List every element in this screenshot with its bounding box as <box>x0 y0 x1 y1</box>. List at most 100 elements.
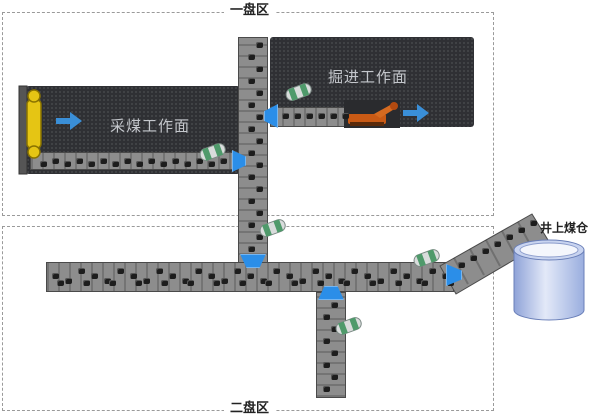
coal-lump <box>100 158 107 164</box>
coal-lump <box>248 198 255 204</box>
coal-lump <box>494 241 501 247</box>
coal-lump <box>172 158 179 164</box>
coal-lump <box>369 280 376 286</box>
coal-lump <box>221 278 228 284</box>
coal-lump <box>458 262 465 268</box>
coal-lump <box>482 248 489 254</box>
coal-lump <box>506 234 513 240</box>
coal-lump <box>248 174 255 180</box>
coal-lump <box>299 278 306 284</box>
coal-lump <box>64 161 71 167</box>
coal-lump <box>312 268 319 274</box>
coal-lump <box>256 90 263 96</box>
coal-lump <box>248 222 255 228</box>
flow-arrow-icon <box>403 104 429 122</box>
flow-arrow-icon <box>56 112 82 130</box>
coal-lump <box>248 126 255 132</box>
coal-lump <box>294 113 301 119</box>
coal-lump <box>323 314 331 320</box>
coal-lump <box>256 210 263 216</box>
coal-lump <box>136 161 143 167</box>
coal-lump <box>160 161 167 167</box>
main-trunk-conveyor <box>238 37 268 267</box>
coal-lump <box>377 278 384 284</box>
coal-lump <box>248 102 255 108</box>
coal-lump <box>256 42 263 48</box>
coal-lump <box>182 278 189 284</box>
coal-lump <box>260 278 267 284</box>
coal-lump <box>256 114 263 120</box>
coal-lump <box>343 280 350 286</box>
coal-lump <box>76 158 83 164</box>
belt-drive-icon <box>413 249 440 267</box>
coal-lump <box>317 280 324 286</box>
coal-lump <box>331 350 339 356</box>
coal-lump <box>184 161 191 167</box>
mining-face-label: 采煤工作面 <box>110 117 191 135</box>
coal-lump <box>323 338 331 344</box>
coal-lump <box>442 273 449 279</box>
coal-lump <box>195 268 202 274</box>
zone-1-label: 一盘区 <box>224 4 276 18</box>
coal-lump <box>248 150 255 156</box>
coal-lump <box>213 280 220 286</box>
belt-drive-icon <box>285 83 312 101</box>
coal-lump <box>161 280 168 286</box>
belt-drive-icon <box>259 219 286 237</box>
coal-lump <box>416 278 423 284</box>
coal-lump <box>156 268 163 274</box>
coal-lump <box>247 273 254 279</box>
coal-lump <box>52 158 59 164</box>
coal-lump <box>323 386 331 392</box>
coal-lump <box>248 78 255 84</box>
coal-lump <box>256 66 263 72</box>
coal-lump <box>318 113 325 119</box>
coal-lump <box>403 273 410 279</box>
coal-lump <box>518 227 525 233</box>
coal-lump <box>470 255 477 261</box>
coal-lump <box>306 113 313 119</box>
bunker-label: 井上煤仓 <box>540 221 589 235</box>
coal-lump <box>248 246 255 252</box>
coal-lump <box>88 161 95 167</box>
coal-lump <box>323 362 331 368</box>
silo-icon <box>513 239 585 321</box>
coal-lump <box>65 278 72 284</box>
branch-conveyor <box>316 292 346 398</box>
coal-lump <box>338 278 345 284</box>
coal-lump <box>331 374 339 380</box>
coal-lump <box>143 278 150 284</box>
coal-lump <box>91 273 98 279</box>
coal-lump <box>265 280 272 286</box>
coal-lump <box>112 161 119 167</box>
coal-lump <box>421 280 428 286</box>
coal-lump <box>330 113 337 119</box>
coal-lump <box>256 234 263 240</box>
coal-lump <box>273 268 280 274</box>
coal-lump <box>78 268 85 274</box>
coal-lump <box>130 273 137 279</box>
coal-lump <box>291 280 298 286</box>
coal-lump <box>364 273 371 279</box>
coal-lump <box>351 268 358 274</box>
coal-lump <box>256 186 263 192</box>
coal-lump <box>208 273 215 279</box>
coal-lump <box>83 280 90 286</box>
zone-2-label: 二盘区 <box>224 402 276 416</box>
roadheader-icon <box>344 100 400 128</box>
coal-lump <box>40 161 47 167</box>
coal-lump <box>342 113 349 119</box>
shearer-icon <box>18 85 42 175</box>
heading-face-label: 掘进工作面 <box>328 68 409 86</box>
coal-lump <box>331 326 339 332</box>
coal-lump <box>196 158 203 164</box>
coal-lump <box>57 280 64 286</box>
coal-lump <box>104 278 111 284</box>
transfer-point <box>318 286 344 300</box>
coal-lump <box>282 113 289 119</box>
coal-lump <box>52 273 59 279</box>
coal-lump <box>429 268 436 274</box>
coal-lump <box>530 220 537 226</box>
coal-lump <box>256 138 263 144</box>
coal-lump <box>117 268 124 274</box>
